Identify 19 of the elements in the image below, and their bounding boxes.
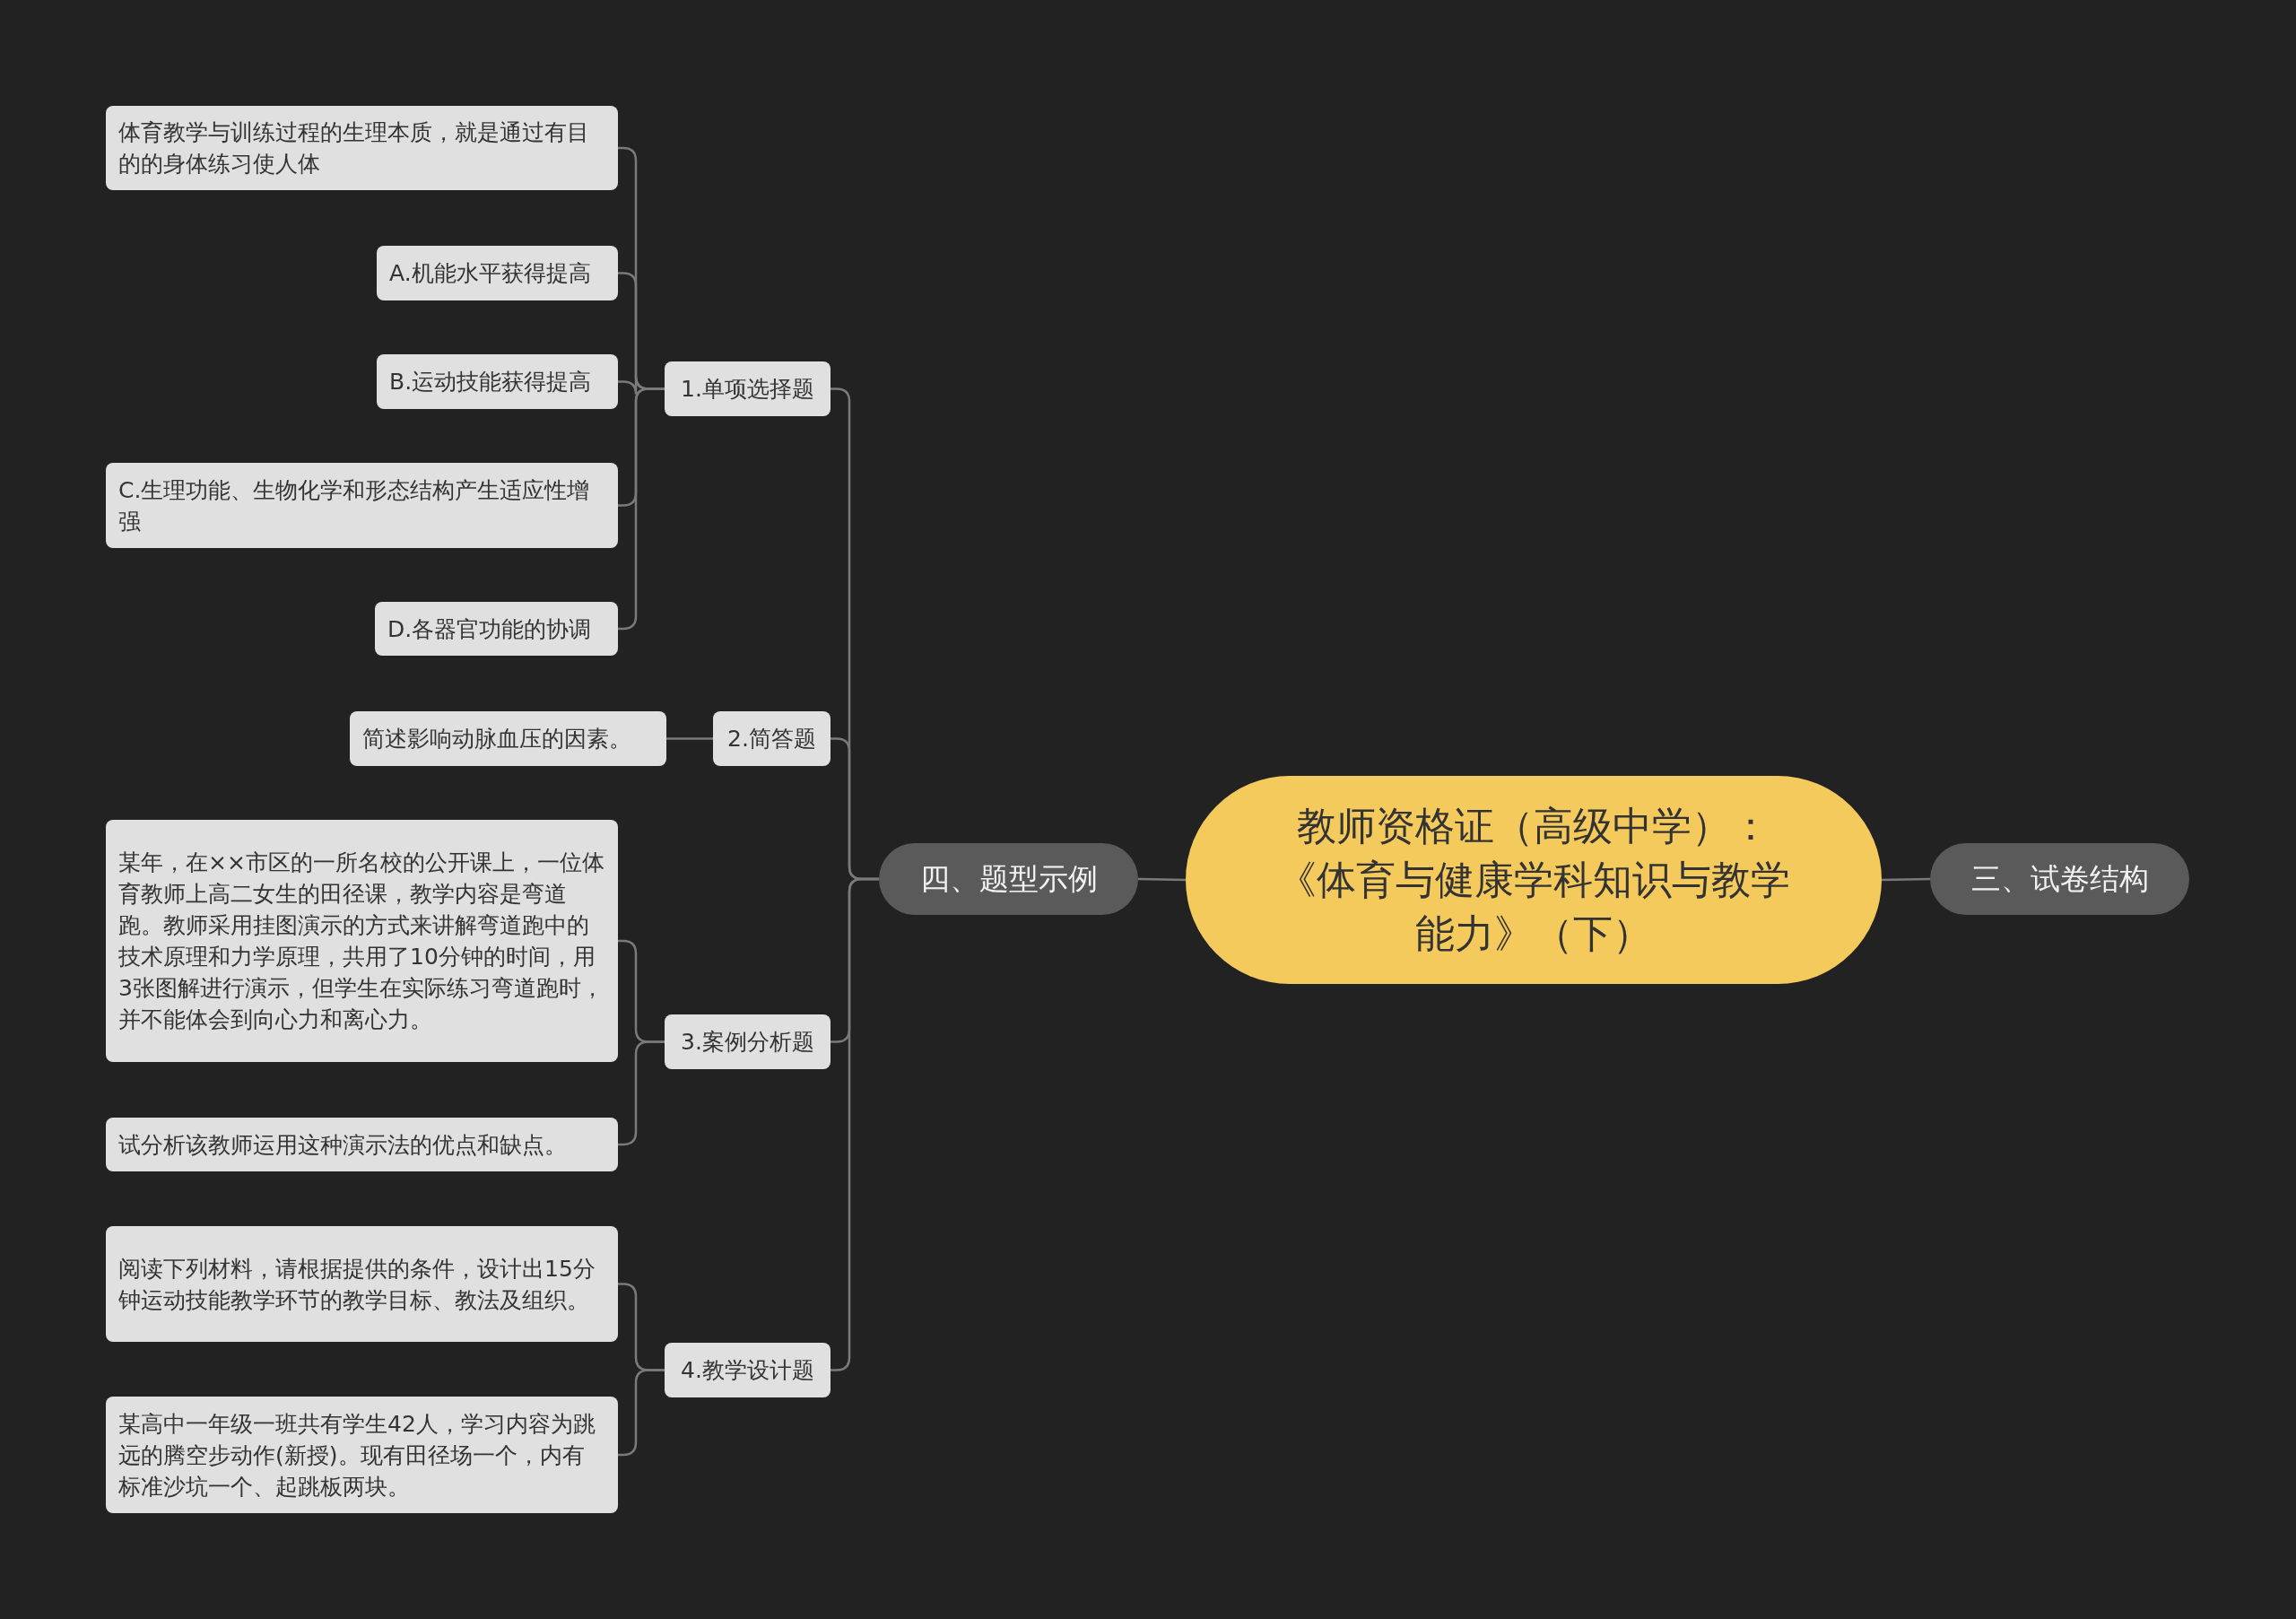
text-box: D.各器官功能的协调 xyxy=(375,602,618,656)
text-box: 简述影响动脉血压的因素。 xyxy=(350,711,666,766)
subtopic-box: 4.教学设计题 xyxy=(665,1343,831,1397)
text-box: 某高中一年级一班共有学生42人，学习内容为跳远的腾空步动作(新授)。现有田径场一个，内有标准沙坑一个、起跳板两块。 xyxy=(106,1397,618,1513)
text-box: 试分析该教师运用这种演示法的优点和缺点。 xyxy=(106,1118,618,1171)
text-box: 某年，在××市区的一所名校的公开课上，一位体育教师上高二女生的田径课，教学内容是弯道跑。教师采用挂图演示的方式来讲解弯道跑中的技术原理和力学原理，共用了10分钟的时间，用3张图解进行演示，但学生在实际练习弯道跑时，并不能体会到向心力和离心力。 xyxy=(106,820,618,1062)
topic-box: 三、试卷结构 xyxy=(1930,843,2189,915)
text-box: C.生理功能、生物化学和形态结构产生适应性增强 xyxy=(106,463,618,548)
subtopic-box: 2.简答题 xyxy=(713,711,831,766)
connector-line xyxy=(1137,877,1187,882)
text-box: 阅读下列材料，请根据提供的条件，设计出15分钟运动技能教学环节的教学目标、教法及组织。 xyxy=(106,1226,618,1342)
subtopic-box: 3.案例分析题 xyxy=(665,1014,831,1069)
subtopic-box: 1.单项选择题 xyxy=(665,361,831,416)
topic-box: 四、题型示例 xyxy=(879,843,1138,915)
text-box: B.运动技能获得提高 xyxy=(377,354,618,409)
text-box: A.机能水平获得提高 xyxy=(377,246,618,300)
connector-line xyxy=(666,737,713,740)
connector-line xyxy=(1881,877,1931,882)
text-box: 体育教学与训练过程的生理本质，就是通过有目的的身体练习使人体 xyxy=(106,106,618,190)
